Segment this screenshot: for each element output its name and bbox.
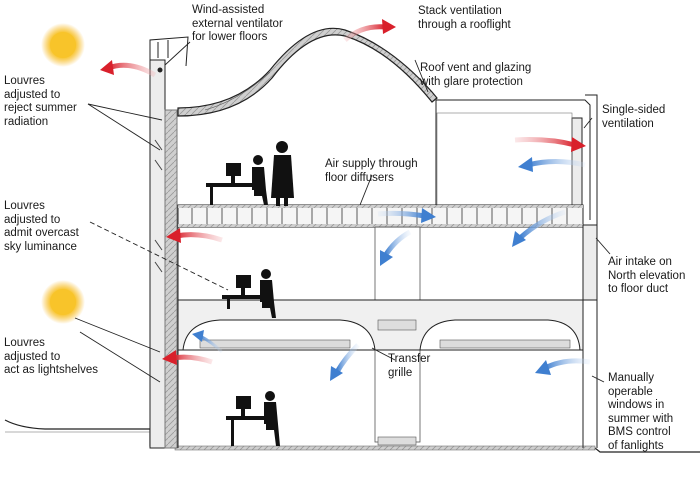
- warm-air-arrow: [100, 60, 157, 78]
- leader-lines: [74, 41, 611, 383]
- label-roof-vent: Roof vent and glazing with glare protect…: [420, 62, 532, 88]
- label-transfer-grille: Transfer grille: [388, 353, 431, 379]
- person-at-desk: [226, 391, 280, 446]
- label-single-sided: Single-sided ventilation: [602, 104, 666, 130]
- person-at-desk: [222, 269, 276, 318]
- sun-icon: [41, 280, 85, 324]
- warm-air-arrow: [514, 137, 586, 152]
- person-at-desk: [206, 155, 268, 205]
- cool-air-arrow: [535, 358, 591, 375]
- curved-roof: [177, 27, 438, 117]
- warm-air-arrow: [343, 19, 396, 42]
- cool-air-arrow: [512, 209, 566, 247]
- label-wind-ventilator: Wind-assisted external ventilator for lo…: [192, 4, 283, 43]
- label-louvres-lightshelves: Louvres adjusted to act as lightshelves: [4, 337, 98, 376]
- label-louvres-summer: Louvres adjusted to reject summer radiat…: [4, 75, 77, 128]
- label-air-supply: Air supply through floor diffusers: [325, 158, 418, 184]
- first-floor-slab: [177, 299, 584, 446]
- cool-air-arrow: [518, 157, 586, 172]
- cool-air-arrow: [377, 208, 436, 223]
- standing-person: [271, 141, 294, 206]
- label-manual-windows: Manually operable windows in summer with…: [608, 372, 674, 452]
- left-facade: [149, 36, 189, 449]
- cool-air-arrow: [380, 229, 412, 266]
- label-louvres-overcast: Louvres adjusted to admit overcast sky l…: [4, 200, 79, 253]
- ground: [4, 419, 700, 453]
- warm-air-arrow: [162, 350, 213, 365]
- sun-icon: [41, 23, 85, 67]
- cool-air-arrow: [330, 343, 360, 381]
- cool-air-arrow: [192, 330, 224, 354]
- label-stack-ventilation: Stack ventilation through a rooflight: [418, 5, 511, 31]
- label-air-intake: Air intake on North elevation to floor d…: [608, 256, 686, 295]
- warm-air-arrow: [166, 228, 223, 243]
